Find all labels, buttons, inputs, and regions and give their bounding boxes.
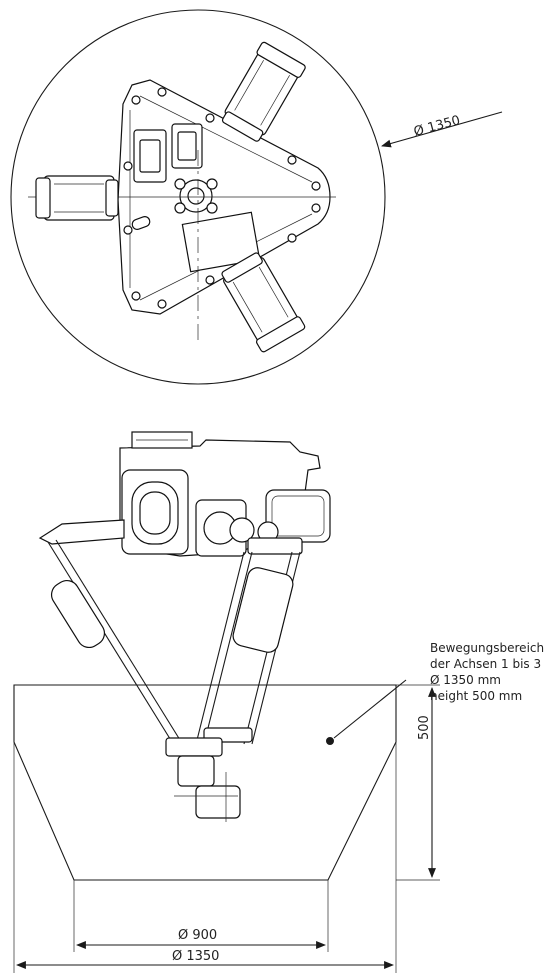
control-box: [181, 211, 261, 273]
height-dimension-label: 500: [417, 715, 432, 740]
side-view-robot: [38, 431, 331, 822]
note-line-3: Ø 1350 mm: [430, 673, 501, 687]
forearm-left: [47, 539, 181, 743]
center-hub: [174, 178, 218, 214]
note-line-1: Bewegungsbereich: [430, 641, 544, 655]
forearm-right: [195, 551, 301, 745]
workspace-circle-top: [10, 9, 386, 385]
diameter-leader-top: [381, 111, 503, 148]
plate-connectors: [131, 123, 203, 230]
note-leader-dot: [326, 737, 334, 745]
upper-arm-left: [38, 519, 125, 545]
workspace-side-view: 500 Ø 900 Ø 1350: [13, 679, 440, 973]
arm-lower-right-top: [221, 252, 306, 353]
note-line-2: der Achsen 1 bis 3: [430, 657, 541, 671]
note-line-4: height 500 mm: [430, 689, 522, 703]
arm-upper-right-top: [221, 41, 306, 142]
inner-diameter-label: Ø 900: [178, 928, 217, 943]
top-diameter-label: Ø 1350: [412, 113, 462, 140]
workspace-note: Bewegungsbereich der Achsen 1 bis 3 Ø 13…: [430, 641, 544, 703]
arm-left-top: [35, 175, 119, 221]
note-leader: [333, 679, 407, 739]
end-effector: [165, 737, 241, 822]
plate-bolts: [123, 87, 321, 309]
outer-diameter-label: Ø 1350: [172, 949, 219, 964]
top-view: Ø 1350: [10, 9, 503, 385]
center-drive: [195, 499, 279, 557]
